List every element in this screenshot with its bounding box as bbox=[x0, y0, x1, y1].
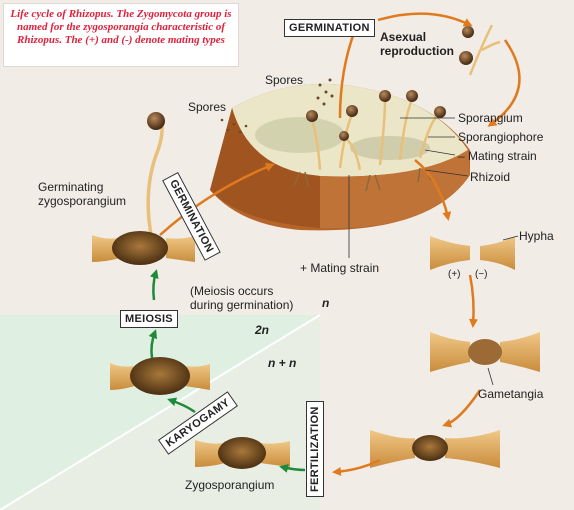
label-germinating-zygosporangium: Germinating zygosporangium bbox=[38, 180, 127, 208]
hypha-pair bbox=[430, 236, 515, 270]
label-dikaryotic-n-plus-n: n + n bbox=[268, 356, 297, 370]
label-minus-mating-strain: – Mating strain bbox=[458, 149, 537, 163]
label-diploid-2n: 2n bbox=[255, 323, 270, 337]
label-zygosporangium: Zygosporangium bbox=[185, 478, 275, 492]
stage-germination-top: GERMINATION bbox=[284, 19, 375, 37]
stage-meiosis: MEIOSIS bbox=[120, 310, 178, 328]
zygosporangium bbox=[195, 437, 290, 469]
label-rhizoid: Rhizoid bbox=[470, 170, 511, 184]
bread-illustration bbox=[210, 83, 470, 231]
sporangia bbox=[306, 90, 446, 141]
meiosis-zygosporangium bbox=[110, 357, 210, 395]
spore-dots bbox=[220, 78, 334, 134]
label-hypha: Hypha bbox=[519, 229, 554, 243]
asexual-sporangium-top bbox=[468, 24, 501, 76]
germinating-zygosporangium bbox=[92, 231, 195, 265]
label-sporangiophore: Sporangiophore bbox=[458, 130, 544, 144]
gametangia-pair bbox=[430, 332, 540, 372]
label-meiosis-note: (Meiosis occurs during germination) bbox=[190, 284, 294, 312]
label-plus-sign: (+) bbox=[448, 269, 461, 280]
figure-caption: Life cycle of Rhizopus. The Zygomycota g… bbox=[3, 3, 239, 67]
cycle-arrows-green bbox=[148, 269, 306, 473]
label-gametangia: Gametangia bbox=[478, 387, 544, 401]
fertilization-gametangia bbox=[370, 430, 500, 468]
label-minus-sign: (−) bbox=[475, 269, 488, 280]
label-haploid-n: n bbox=[322, 296, 330, 310]
cycle-arrows-orange bbox=[159, 12, 521, 477]
label-spores-left: Spores bbox=[188, 100, 227, 114]
label-plus-mating-strain: + Mating strain bbox=[300, 261, 380, 275]
label-asexual-reproduction: Asexual reproduction bbox=[380, 30, 454, 58]
leader-lines bbox=[348, 117, 519, 386]
stage-fertilization: FERTILIZATION bbox=[306, 401, 324, 497]
label-spores-top: Spores bbox=[265, 73, 304, 87]
label-sporangium: Sporangium bbox=[458, 111, 523, 125]
